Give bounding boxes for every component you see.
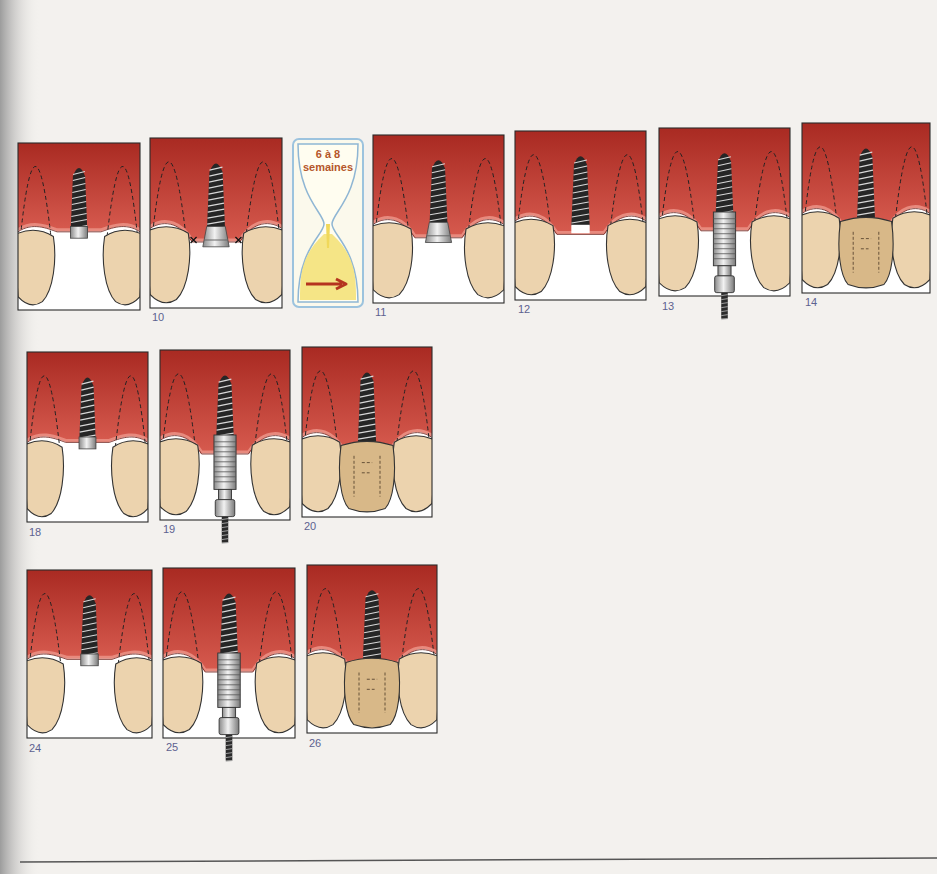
step-panel	[14, 143, 143, 310]
impression-coping	[713, 212, 735, 320]
step-panel	[298, 347, 436, 517]
impression-coping	[214, 435, 236, 544]
callout-number: 20	[304, 520, 316, 532]
step-panel	[159, 568, 299, 762]
gum	[150, 138, 282, 240]
step-panel	[23, 352, 151, 522]
implant	[358, 373, 376, 443]
implant	[429, 160, 447, 229]
page-edge	[20, 858, 937, 862]
callout-number: 13	[662, 300, 674, 312]
implant	[207, 164, 225, 234]
callout-number: 12	[518, 303, 530, 315]
step-panel	[369, 135, 508, 303]
gum	[307, 565, 437, 666]
step-panel	[511, 131, 650, 300]
impression-coping	[218, 653, 240, 762]
gum	[802, 123, 930, 225]
step-panel	[655, 128, 794, 320]
implant-crown	[339, 441, 394, 512]
duration-text: 6 à 8 semaines	[299, 148, 357, 173]
callout-number: 18	[29, 526, 41, 538]
implant-crown	[344, 658, 399, 728]
callout-number: 11	[375, 306, 386, 318]
step-panel	[146, 138, 286, 308]
callout-number: 26	[309, 737, 321, 749]
step-panel	[23, 570, 156, 738]
callout-number: 10	[152, 311, 164, 323]
step-panel	[303, 565, 441, 733]
gum	[373, 135, 504, 236]
implant	[857, 149, 875, 219]
callout-number: 14	[805, 296, 817, 308]
hourglass-node: 6 à 8 semaines	[292, 138, 364, 308]
callout-number: 25	[166, 741, 178, 753]
implant	[571, 156, 589, 225]
implant	[363, 590, 381, 659]
step-panel	[798, 123, 934, 293]
callout-number: 19	[163, 523, 175, 535]
callout-number: 24	[29, 742, 41, 754]
gum	[302, 347, 432, 449]
gum	[515, 131, 646, 232]
implant-crown	[839, 217, 893, 288]
step-panel	[156, 350, 294, 544]
